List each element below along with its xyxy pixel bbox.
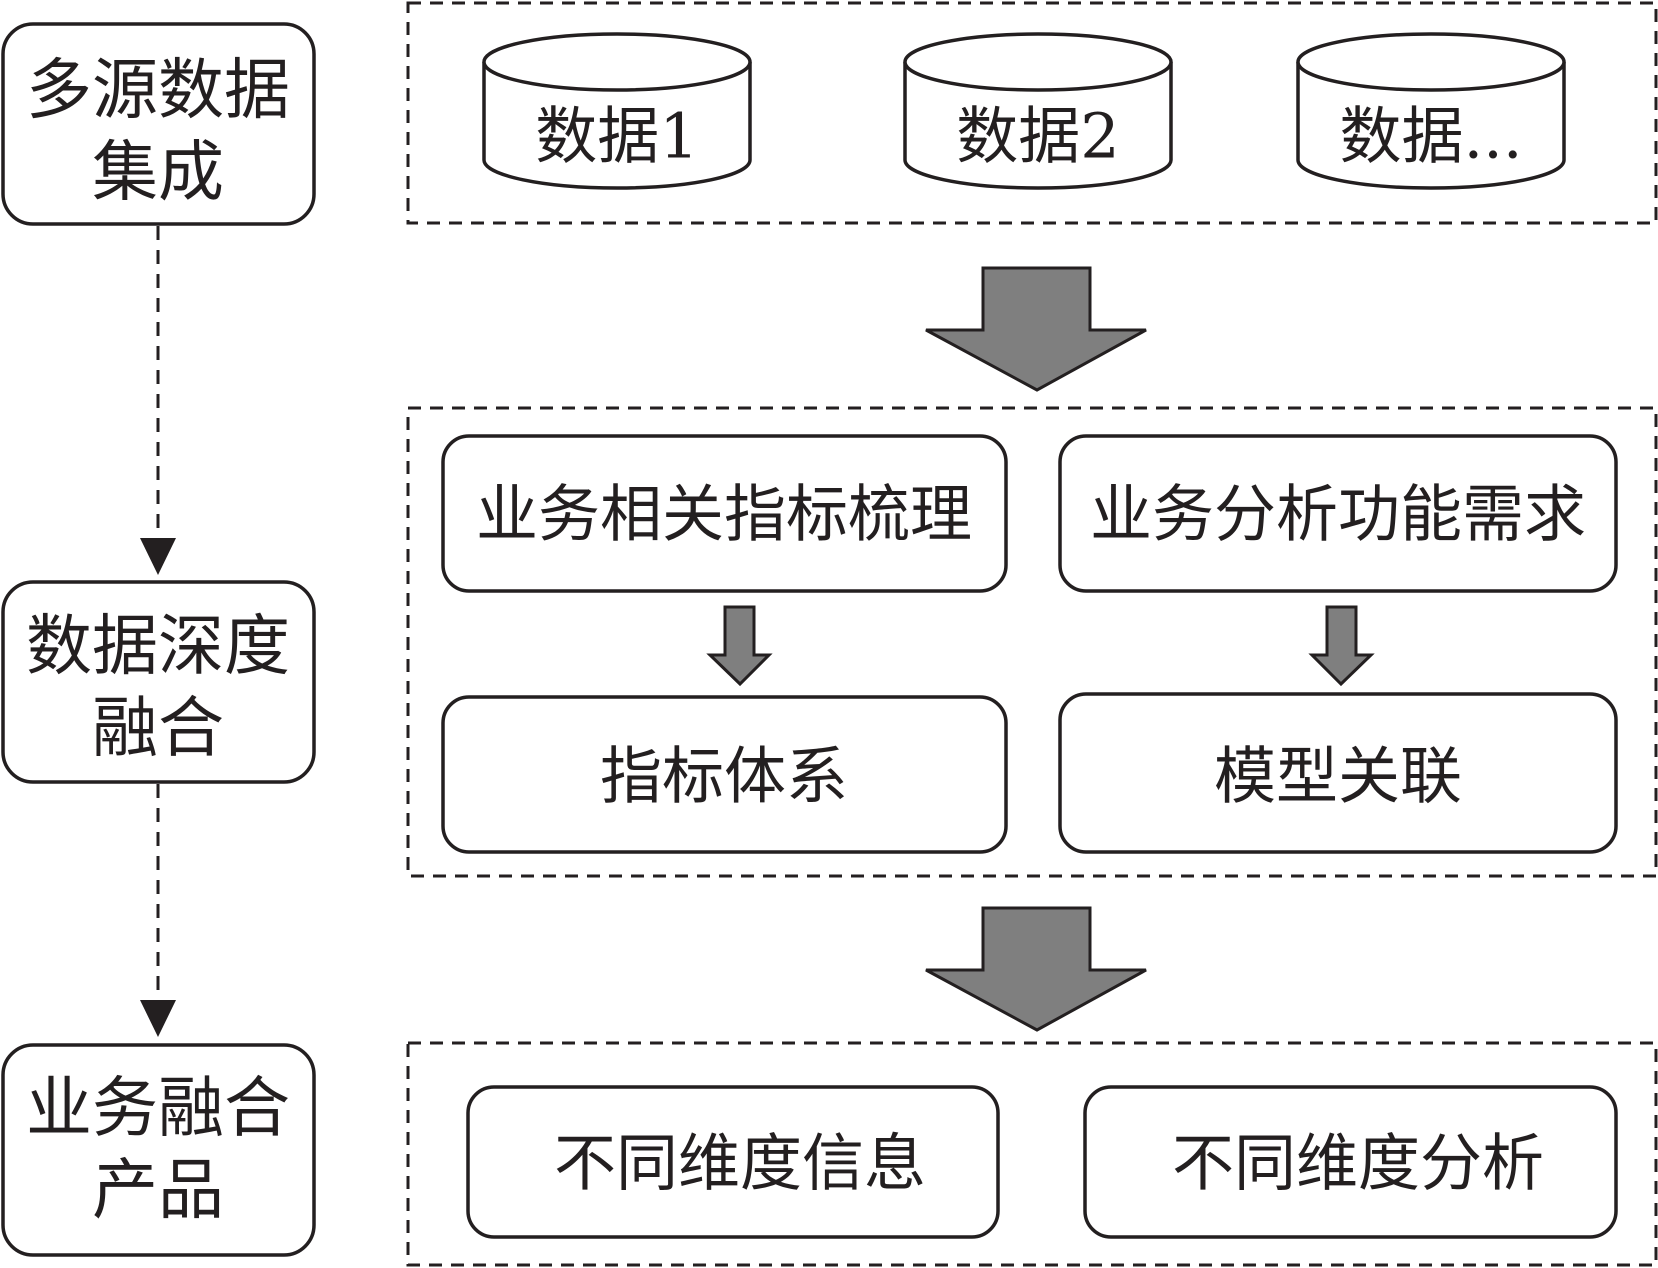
stage-data-integration: 多源数据 集成 bbox=[1, 22, 316, 226]
analysis-requirements-box: 业务分析功能需求 bbox=[1058, 434, 1618, 593]
product-group bbox=[406, 1041, 1658, 1267]
stage-2-line-2: 融合 bbox=[92, 690, 224, 767]
stage-1-line-1: 多源数据 bbox=[26, 52, 290, 129]
stage-data-deep-fusion: 数据深度 融合 bbox=[1, 580, 316, 784]
stage-flow-arrow-2 bbox=[140, 784, 176, 1037]
stage-2-line-1: 数据深度 bbox=[26, 608, 290, 685]
big-down-arrow-1 bbox=[925, 266, 1147, 392]
stage-flow-arrow-1 bbox=[140, 226, 176, 575]
dimension-analysis-label: 不同维度分析 bbox=[1172, 1127, 1544, 1200]
stage-business-fusion-product: 业务融合 产品 bbox=[1, 1043, 316, 1257]
database-2-label: 数据2 bbox=[956, 100, 1119, 173]
small-down-arrow-left bbox=[706, 605, 773, 687]
indicator-sorting-label: 业务相关指标梳理 bbox=[476, 478, 972, 551]
stage-1-line-2: 集成 bbox=[92, 134, 224, 211]
big-down-arrow-2 bbox=[925, 906, 1147, 1032]
database-2: 数据2 bbox=[903, 32, 1173, 190]
indicator-sorting-box: 业务相关指标梳理 bbox=[441, 434, 1008, 593]
indicator-system-label: 指标体系 bbox=[600, 740, 848, 813]
dimension-info-label: 不同维度信息 bbox=[554, 1127, 926, 1200]
stage-3-line-1: 业务融合 bbox=[26, 1070, 290, 1147]
database-1-label: 数据1 bbox=[535, 100, 698, 173]
dimension-info-box: 不同维度信息 bbox=[466, 1085, 1000, 1239]
database-3: 数据... bbox=[1296, 32, 1566, 190]
data-source-group bbox=[406, 1, 1658, 225]
indicator-system-box: 指标体系 bbox=[441, 695, 1008, 854]
stage-3-line-2: 产品 bbox=[92, 1152, 224, 1229]
small-down-arrow-right bbox=[1308, 605, 1375, 687]
analysis-requirements-label: 业务分析功能需求 bbox=[1090, 478, 1586, 551]
dimension-analysis-box: 不同维度分析 bbox=[1083, 1085, 1618, 1239]
model-association-box: 模型关联 bbox=[1058, 692, 1618, 854]
database-3-label: 数据... bbox=[1339, 100, 1522, 173]
database-1: 数据1 bbox=[482, 32, 752, 190]
model-association-label: 模型关联 bbox=[1214, 740, 1462, 813]
fusion-group bbox=[406, 406, 1658, 878]
